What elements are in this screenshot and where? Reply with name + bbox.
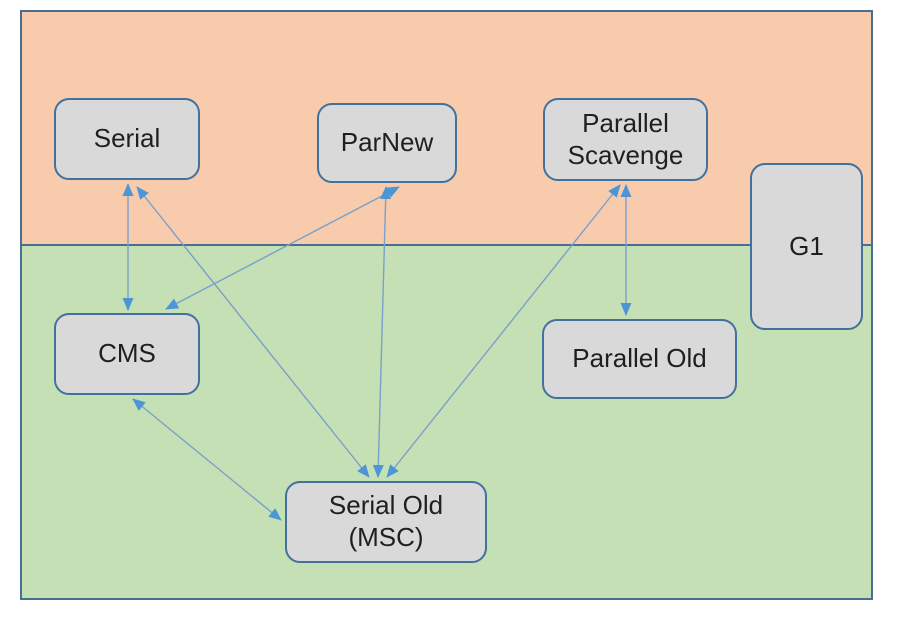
node-parallel-scavenge: Parallel Scavenge <box>543 98 708 181</box>
node-g1: G1 <box>750 163 863 330</box>
node-parallel-old: Parallel Old <box>542 319 737 399</box>
node-serial-old-label-line1: Serial Old <box>328 490 444 521</box>
node-serial: Serial <box>54 98 200 180</box>
node-cms: CMS <box>54 313 200 395</box>
node-parallel-scavenge-label-line2: Scavenge <box>567 139 684 170</box>
node-parnew: ParNew <box>317 103 457 183</box>
node-g1-label: G1 <box>789 230 824 261</box>
node-parnew-label: ParNew <box>340 127 434 158</box>
node-cms-label: CMS <box>98 338 156 369</box>
node-serial-old-label-line2: (MSC) <box>348 522 424 552</box>
node-serial-old: Serial Old (MSC) <box>285 481 487 563</box>
node-parallel-old-label: Parallel Old <box>572 343 707 374</box>
node-parallel-scavenge-label-line1: Parallel <box>582 107 669 138</box>
node-serial-label: Serial <box>93 123 161 154</box>
